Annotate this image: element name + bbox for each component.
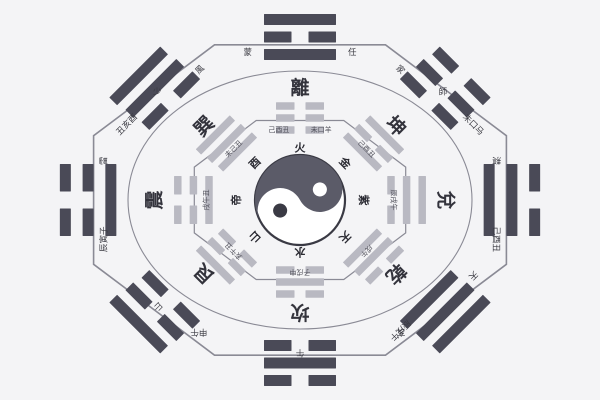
- trigram-name-kan: 坎: [290, 301, 309, 324]
- inner-trigram-group: [174, 102, 426, 298]
- element-purple: 紫: [357, 195, 371, 206]
- trigram-inner-xun: [387, 176, 426, 224]
- trigram-name-zhen: 震: [143, 190, 165, 210]
- outer-label: 師: [439, 87, 448, 98]
- trigram-qian: [400, 270, 491, 354]
- trigram-dui: [483, 164, 541, 236]
- outer-label: 任: [348, 47, 357, 58]
- trigram-kun: [400, 46, 491, 130]
- trigram-name-li: 離: [290, 76, 309, 99]
- outer-label: 辰寅子: [99, 226, 110, 252]
- taiji-yin-dot: [312, 182, 327, 197]
- trigram-inner-kan: [276, 266, 324, 298]
- trigram-inner-zhen: [174, 176, 213, 224]
- trigram-xun: [109, 46, 200, 130]
- outer-label: 蒙: [243, 47, 252, 58]
- trigram-kan: [264, 340, 336, 386]
- inner-label: 子戌申: [290, 268, 311, 277]
- trigram-name-dui: 兌: [435, 190, 457, 209]
- inner-label: 未口羊: [311, 125, 332, 134]
- inner-label: 辰戌午: [390, 190, 399, 211]
- outer-label: 潜: [490, 156, 501, 165]
- middle-ring-circle: [127, 70, 473, 330]
- trigram-li: [264, 14, 336, 60]
- trigram-inner-qian: [196, 115, 257, 172]
- trigram-zhen: [59, 164, 117, 236]
- outer-label: 雷: [100, 156, 110, 165]
- outer-label: 亥: [396, 327, 405, 338]
- inner-label: 戌午丑: [201, 190, 210, 211]
- outer-label: 申午: [190, 327, 208, 338]
- trigram-inner-kun: [276, 102, 324, 134]
- taiji-yang-dot: [273, 203, 288, 218]
- element-water: 水: [294, 246, 306, 260]
- outer-label: 少: [153, 88, 162, 98]
- element-emperor: 帝: [229, 195, 243, 206]
- trigram-gen: [109, 270, 200, 354]
- taiji-yin-half: [255, 155, 343, 222]
- trigram-inner-dui: [343, 228, 404, 285]
- outer-trigram-group: [59, 14, 541, 386]
- element-fire: 火: [295, 142, 307, 155]
- outer-label: 己酉丑: [490, 227, 500, 253]
- trigram-inner-gen: [196, 228, 257, 285]
- trigram-inner-li: [343, 115, 404, 172]
- outer-label: 午: [295, 347, 304, 358]
- taiji-symbol: [253, 153, 347, 247]
- inner-label: 己酉丑: [268, 126, 289, 134]
